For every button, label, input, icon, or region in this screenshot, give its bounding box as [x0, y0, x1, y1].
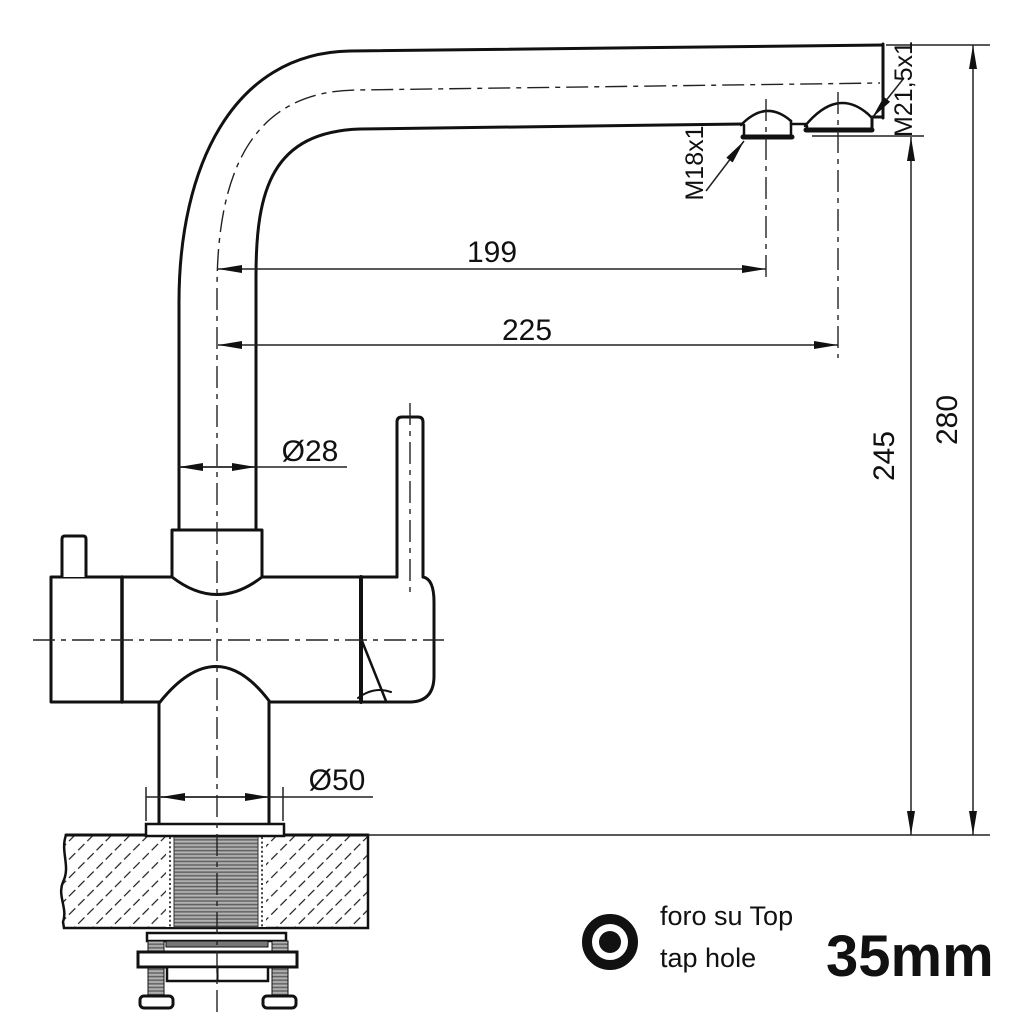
callout-m18x1: M18x1	[681, 125, 745, 201]
lever-swing-arc	[357, 689, 392, 699]
spout-outer-edge	[177, 43, 885, 532]
dim-dia50-label: Ø50	[309, 764, 366, 797]
dimension-280: 280	[368, 44, 990, 836]
tap-hole-icon	[582, 914, 638, 970]
legend-line-italian: foro su Top	[660, 901, 793, 931]
tap-hole-size: 35mm	[826, 924, 994, 989]
aerator2-dome	[803, 101, 874, 128]
tap-hole-icon-ring	[582, 914, 638, 970]
dim-280-label: 280	[931, 395, 964, 445]
faucet-spout	[177, 42, 885, 532]
mounting-column	[144, 700, 286, 838]
nut-left	[138, 994, 175, 1010]
spout-end-step	[870, 115, 885, 132]
nut-right	[261, 994, 298, 1010]
dim-245-label: 245	[868, 431, 901, 481]
base-flange	[144, 822, 286, 838]
body-right-cap	[268, 575, 436, 704]
collar-dip-arc	[170, 575, 264, 596]
spout-inner-edge	[254, 122, 745, 532]
m18x1-leader	[705, 140, 745, 192]
dim-225-label: 225	[502, 314, 552, 347]
mounting-stud-right	[271, 940, 289, 998]
m21-5x1-label: M21,5x1	[890, 41, 918, 137]
body-bell-dome	[158, 665, 272, 704]
legend-line-english: tap hole	[660, 943, 756, 973]
main-axis-centerline	[216, 82, 881, 1012]
mounting-stud-left	[147, 940, 165, 998]
dimension-225: 225	[218, 314, 838, 349]
countertop-cross-section	[59, 833, 370, 930]
threaded-shank	[173, 836, 259, 928]
dimension-dia50: Ø50	[145, 764, 373, 821]
lever-diagonal	[360, 639, 388, 703]
faucet-body	[49, 528, 436, 704]
dimension-245: 245	[812, 135, 924, 835]
dim-dia28-label: Ø28	[282, 435, 339, 468]
dimension-199: 199	[218, 236, 766, 273]
dim-199-label: 199	[467, 236, 517, 269]
washer-plate	[145, 931, 288, 943]
tap-hole-icon-dot	[599, 931, 621, 953]
callout-m21-5x1: M21,5x1	[871, 41, 918, 137]
dimension-dia28: Ø28	[179, 435, 347, 471]
tap-hole-legend: foro su Top tap hole 35mm	[582, 901, 994, 989]
m18x1-label: M18x1	[681, 125, 709, 200]
m21-5x1-leader	[871, 77, 905, 119]
left-stub	[60, 534, 88, 579]
